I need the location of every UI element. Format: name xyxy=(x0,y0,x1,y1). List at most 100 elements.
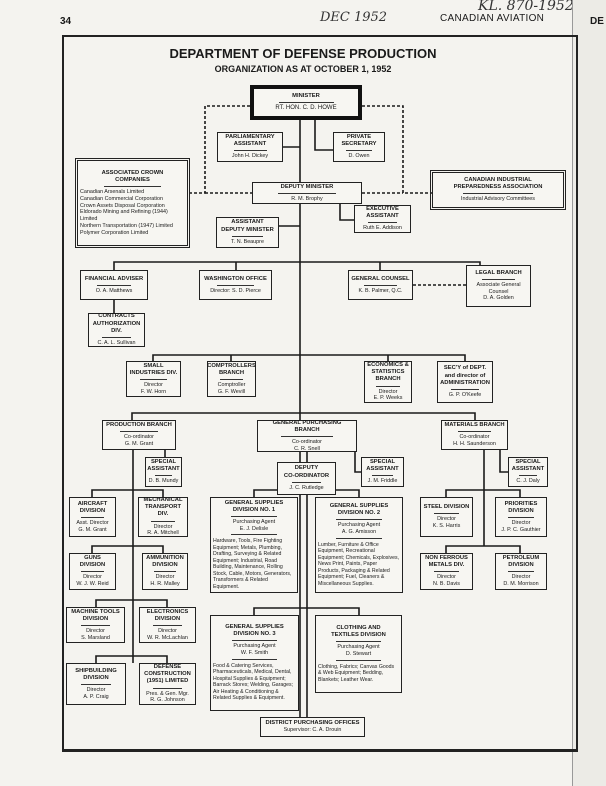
box-line: D. Stewart xyxy=(345,650,372,657)
box-title: DEPUTY MINISTER xyxy=(221,226,274,233)
box-title: DIVISION xyxy=(508,562,534,569)
company-item: Crown Assets Disposal Corporation xyxy=(80,202,165,209)
box-line: O. A. Matthews xyxy=(95,287,133,294)
divider xyxy=(80,624,111,626)
handwritten-date: DEC 1952 xyxy=(320,10,388,25)
box-line: Counsel xyxy=(488,288,509,295)
divider xyxy=(153,687,182,689)
divider xyxy=(433,513,460,515)
box-line: G. M. Grant xyxy=(124,441,154,448)
box-title: DIVISION NO. 1 xyxy=(232,506,276,513)
box-line: W. R. McLachlan xyxy=(147,634,188,641)
divider xyxy=(153,624,182,626)
box-line: Co-ordinator xyxy=(459,434,490,441)
divider xyxy=(81,571,104,573)
box-title: GENERAL PURCHASING BRANCH xyxy=(272,419,342,433)
box-title: INDUSTRIES DIV. xyxy=(129,369,178,376)
box-line: G. P. O'Keefe xyxy=(448,391,482,398)
box-title: LEGAL BRANCH xyxy=(475,269,522,276)
box-title: SECRETARY xyxy=(341,141,377,148)
box-line: Director xyxy=(144,381,163,388)
box-title: SEC'Y of DEPT. xyxy=(443,365,487,372)
box-description: Food & Catering Services, Pharmaceutical… xyxy=(213,662,294,702)
box-line: E. J. Delisle xyxy=(239,525,269,532)
box-title: COMPTROLLERS xyxy=(207,362,256,369)
box-line: Director xyxy=(511,574,531,581)
divider xyxy=(451,388,479,390)
box-title: PARLIAMENTARY xyxy=(225,133,275,140)
box-line: Director xyxy=(437,574,456,581)
box-title: MACHINE TOOLS xyxy=(71,608,120,615)
box-line: F. W. Horn xyxy=(140,388,167,395)
box-line: W. J. W. Reid xyxy=(76,581,109,588)
box-title: DIVISION xyxy=(154,615,181,622)
divider xyxy=(364,284,397,286)
box-title: CANADIAN INDUSTRIAL xyxy=(464,176,532,183)
box-title: DIVISION xyxy=(82,615,109,622)
box-title: (1951) LIMITED xyxy=(146,678,189,685)
box-line: R. A. Mitchell xyxy=(147,530,179,537)
box-line: D. A. Golden xyxy=(483,295,514,302)
divider xyxy=(219,378,244,380)
divider xyxy=(457,431,492,433)
box-title: DISTRICT PURCHASING OFFICES xyxy=(265,720,360,726)
box-title: SPECIAL xyxy=(369,458,396,465)
divider xyxy=(231,658,278,660)
box-title: DEPUTY MINISTER xyxy=(280,183,334,190)
box-line: R. G. Johnson xyxy=(150,697,185,704)
chart-frame xyxy=(62,35,578,752)
box-title: PRODUCTION BRANCH xyxy=(106,422,172,429)
box-title: BRANCH xyxy=(218,369,245,376)
box-title: STATISTICS xyxy=(371,369,405,376)
box-line: G. M. Grant xyxy=(78,526,107,533)
box-line: H. H. Saunderson xyxy=(453,441,496,448)
box-title: METALS DIV. xyxy=(428,562,465,569)
box-line: C. J. Daly xyxy=(516,478,540,485)
box-line: Director xyxy=(437,516,456,523)
box-title: DIVISION xyxy=(79,507,106,514)
divider xyxy=(81,516,104,518)
box-title: DIVISION xyxy=(79,562,106,569)
box-title: DIVISION NO. 3 xyxy=(233,631,276,638)
divider xyxy=(346,150,372,152)
divider xyxy=(463,193,533,195)
box-line: Industrial Advisory Committees xyxy=(461,196,535,203)
box-title: and director of xyxy=(444,372,486,379)
divider xyxy=(336,519,382,521)
box-line: C. R. Snell xyxy=(294,445,320,452)
box-title: EXECUTIVE xyxy=(366,205,399,212)
box-title: DIVISION xyxy=(83,674,109,681)
box-line: Director xyxy=(158,627,177,634)
divider xyxy=(231,515,277,517)
divider xyxy=(372,475,393,477)
divider xyxy=(508,571,534,573)
box-line: Purchasing Agent xyxy=(337,522,381,529)
company-item: Polymer Corporation Limited xyxy=(80,229,149,236)
box-line: Director xyxy=(83,574,102,581)
chart-title: DEPARTMENT OF DEFENSE PRODUCTION xyxy=(169,46,437,61)
box-title: PREPAREDNESS ASSOCIATION xyxy=(453,184,543,191)
box-title: WASHINGTON OFFICE xyxy=(204,275,267,282)
box-line: S. Marsland xyxy=(81,634,110,641)
box-line: H. R. Malley xyxy=(150,581,180,588)
box-line: Purchasing Agent xyxy=(233,643,276,650)
box-line: R. M. Brophy xyxy=(291,195,323,202)
box-title: AIRCRAFT xyxy=(77,500,108,507)
